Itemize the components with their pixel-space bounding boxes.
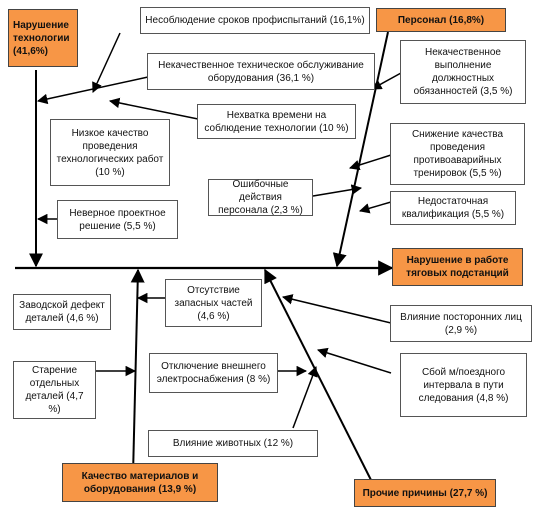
category-technology: Нарушение технологии (41,6%) <box>8 9 78 67</box>
cause-maintenance: Некачественное техническое обслуживание … <box>147 53 375 90</box>
cause-qualification: Недостаточная квалификация (5,5 %) <box>390 191 516 225</box>
branch-personnel <box>332 31 389 268</box>
category-personnel: Персонал (16,8%) <box>376 8 506 32</box>
cause-wrong-actions: Ошибочные действия персонала (2,3 %) <box>208 179 313 216</box>
cause-factory-defect: Заводской дефект деталей (4,6 %) <box>13 294 111 330</box>
cause-training: Снижение качества проведения противоавар… <box>390 123 525 185</box>
cause-poor-duties: Некачественное выполнение должностных об… <box>400 40 526 104</box>
category-materials: Качество материалов и оборудования (13,9… <box>62 463 218 502</box>
cause-outsiders: Влияние посторонних лиц (2,9 %) <box>390 305 532 342</box>
cause-train-interval: Сбой м/поездного интервала в пути следов… <box>400 353 527 417</box>
cause-animals: Влияние животных (12 %) <box>148 430 318 457</box>
cause-time-shortage: Нехватка времени на соблюдение технологи… <box>197 104 356 139</box>
cause-deadlines: Несоблюдение сроков профиспытаний (16,1%… <box>140 7 370 34</box>
effect-box: Нарушение в работе тяговых подстанций <box>392 248 523 286</box>
cause-low-quality-work: Низкое качество проведения технологическ… <box>50 119 170 186</box>
cause-no-spare-parts: Отсутствие запасных частей (4,6 %) <box>165 279 262 327</box>
cause-aging: Старение отдельных деталей (4,7 %) <box>13 361 96 419</box>
cause-wrong-design: Неверное проектное решение (5,5 %) <box>57 200 178 239</box>
branch-materials <box>130 268 145 476</box>
cause-power-off: Отключение внешнего электроснабжения (8 … <box>149 353 278 393</box>
category-other: Прочие причины (27,7 %) <box>354 479 496 507</box>
branch-other <box>264 268 373 483</box>
